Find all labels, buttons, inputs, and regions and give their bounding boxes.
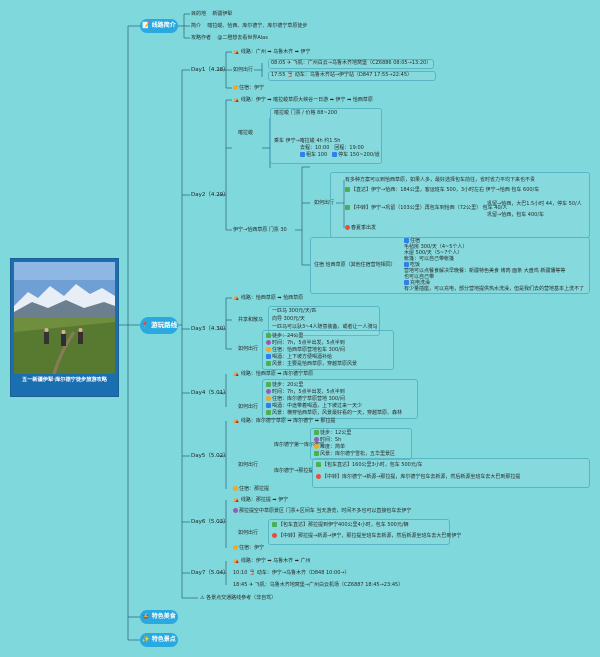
karajun-title: 喀拉峻 [238,130,254,136]
hike-detail: 住宿：库尔德宁草原营地 300/间 [266,396,345,402]
route-chaxi: 伊宁→恰西草原 门票 30 [233,227,287,233]
route-line: ⛺ 线路：伊宁 ➡ 喀拉峻草原大峡谷一日游 ➡ 伊宁 ➡ 恰西草原 [233,97,373,103]
how-to-travel: 如何出行 [238,346,259,352]
travel-detail: 春夏季出发 [345,225,376,231]
bus-price: 租车 100 停车 150~200/道 [300,152,380,158]
branch-intro[interactable]: 📝 线路简介 [140,19,178,33]
how-to-travel: 如何出行 [238,530,259,536]
travel-box [312,458,590,488]
hike-detail: 时间：7h，5点半出发，5点半到 [266,340,345,346]
route-line: ⛺ 线路：恰西草原 ➡ 库尔德宁草原 [233,371,314,377]
cover-card: 五一新疆伊犁·库尔德宁徒步旅游攻略 [10,258,119,397]
hike-detail: 风景：横穿恰西草原，风景最好看的一天，穿越草原、森林 [266,410,402,416]
branch-food[interactable]: 🍲 特色美食 [140,610,178,624]
hike-detail: 喝酒：上下坡方便喝酒补给 [266,354,332,360]
travel-box [268,59,434,69]
travel-detail: 10:10 🚆 动车：伊宁→乌鲁木齐（D848 10:00→） [233,570,350,576]
stay-box [310,237,590,294]
route-line: ⛺ 线路：恰西草原 ➡ 恰西草原 [233,295,304,301]
hike-detail: 住宿：恰西草原营地包车 300/间 [266,347,345,353]
footer-note: ⚠ 各景点交通路线参考（非自驾） [200,595,277,601]
travel-box [268,71,436,81]
intro-item: 目的地 新疆伊犁 [191,11,233,17]
travel-detail: 18:45 ✈ 飞机：乌鲁木齐地窝堡→广州白云机场（CZ6887 18:45→2… [233,582,404,588]
day-label[interactable]: Day5（5.02） [191,453,229,459]
how-to-travel: 如何出行 [238,404,259,410]
karajun-box [270,108,382,164]
route-sub: 库尔德宁→那拉提 [274,468,314,474]
travel-detail: 【直达】伊宁→恰西：184公里，客运班车 500，3小时左右 伊宁→恰西 包车 … [345,187,539,193]
day-label[interactable]: Day2（4.29） [191,192,229,198]
route-line: ⛺ 线路：库尔德宁草原 ➡ 库尔德宁 ➡ 那拉提 [233,418,336,424]
travel-box [268,519,450,545]
hike-title: 库尔德宁第一库尔德宁 [274,442,325,448]
horse-detail: 一匹马可以驮3~4人随意装备，或者让一人骑马 [272,324,378,330]
ticket-row: 喀拉峻 门票 / 价格 88~200 [274,110,338,116]
spot-row: 那拉提空中草原景区 门票+区间车 当天游览，时间不多也可以直接包车去伊宁 [233,508,411,514]
how-to-travel: 如何出行 [233,67,254,73]
travel-detail: 【包车直达】那拉提到伊宁400公里4小时，包车 500元/辆 [272,522,409,528]
how-to-travel: 如何出行 [314,200,335,206]
branch-route[interactable]: 📍 游玩路线 [140,317,178,334]
day-label[interactable]: Day6（5.03） [191,519,229,525]
travel-detail: 17:55 🚆 动车：乌鲁木齐站→伊宁站（D847 17:55→22:45） [271,72,412,78]
branch-spots[interactable]: ✨ 特色景点 [140,633,178,647]
travel-sub: 巩留→恰西，包车 400/车 [487,212,545,218]
stay-detail: 住宿毛毡房 300/天（4~5个人）木屋 500/天（5~7个人）帐篷：可以自己… [404,238,585,292]
route-line: ⛺ 线路：伊宁 ➡ 乌鲁木齐 ➡ 广州 [233,558,311,564]
travel-detail: 【包车直达】160公里3小时，包车 500元/车 [316,462,423,468]
horse-box [268,306,380,336]
bus-time: 去程：10:00 回程：19:00 [300,145,364,151]
day-label[interactable]: Day7（5.04） [191,570,229,576]
cover-title: 五一新疆伊犁·库尔德宁徒步旅游攻略 [22,377,107,383]
hike-box [262,330,394,370]
hike-detail: 喝酒：中途带着喝酒，上下坡过来一天少 [266,403,362,409]
intro-item: 简介 喀拉峻、恰西、库尔德宁、库尔德宁草原徒步 [191,23,308,29]
hike-detail: 徒步：24公里 [266,333,303,339]
hike-detail: 风景：库尔德宁雪松，五华里景区 [314,451,395,457]
day-label[interactable]: Day4（5.01） [191,390,229,396]
stay: 住宿：那拉提 [233,486,269,492]
route-line: ⛺ 线路：那拉提 ➡ 伊宁 [233,497,289,503]
hike-detail: 难度：简单 [314,444,345,450]
stay: 住宿：伊宁 [233,85,264,91]
hike-detail: 徒步：20公里 [266,382,303,388]
stay: 住宿 恰西草原（其他住宿营地相同） [314,262,396,268]
route-line: ⛺ 线路：广州 ➡ 乌鲁木齐 ➡ 伊宁 [233,49,311,55]
horse-title: 共享和散马 [238,317,264,323]
hike-box [262,379,418,419]
hike-detail: 风景：主要是恰西草原，穿越草原风景 [266,361,357,367]
chaxi-box [330,172,590,238]
horse-detail: 一匹马 300元/天/匹 [272,308,317,314]
hike-box [310,428,412,460]
cover-photo [14,262,115,374]
day-label[interactable]: Day1（4.28） [191,67,229,73]
travel-detail: 【中转】库尔德宁→新源→那拉提，库尔德宁包车去新源，然后新源坐班车去大巴到那拉提 [316,474,520,480]
hike-detail: 时间：5h [314,437,341,443]
travel-detail: 【中转】伊宁→巩留（103公里）再包车到恰西（72公里） 包车 40/人 [345,205,507,211]
horse-detail: 向导 300元/天 [272,316,305,322]
how-to-travel: 如何出行 [238,462,259,468]
travel-sub: 巩留→恰西，大巴1.5小时 44，停车 50/人 [487,201,582,207]
stay: 住宿：伊宁 [233,545,264,551]
intro-item: 攻略作者 @二橙想去看世界Alas [191,35,268,41]
bus-row: 乘车 伊宁→喀拉峻 4h 约1.5h [274,138,341,144]
travel-detail: 有多种方案可以到恰西草原，如果人多，最好选择包车前往，省时省力平均下来也不贵 [345,177,536,183]
travel-detail: 08:05 ✈ 飞机：广州白云→乌鲁木齐地窝堡（CZ6886 08:05→13:… [271,60,432,66]
day-label[interactable]: Day3（4.30） [191,326,229,332]
hike-detail: 徒步：12公里 [314,430,351,436]
hike-detail: 时间：7h，5点半出发，5点半到 [266,389,345,395]
travel-detail: 【中转】那拉提→新源→伊宁，那拉提坐班车去新源，然后新源坐班车去大巴到伊宁 [272,533,461,539]
